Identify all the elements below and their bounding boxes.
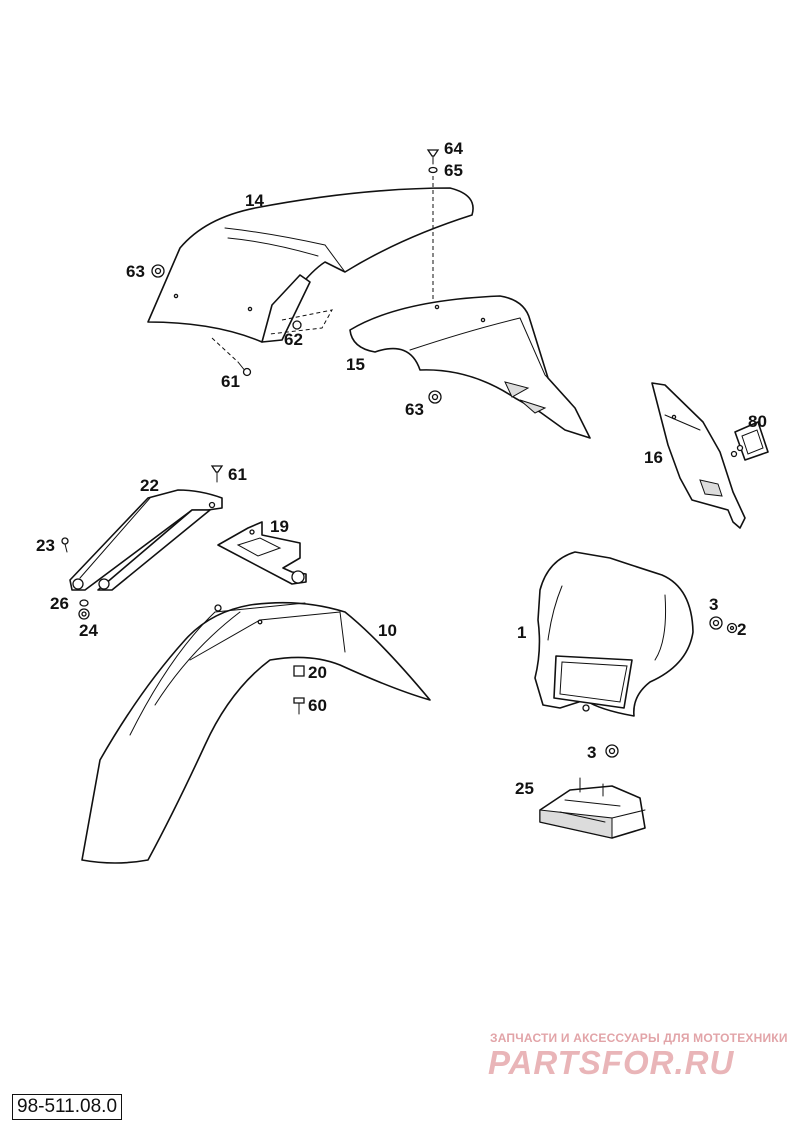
callout-2: 2 bbox=[737, 620, 746, 639]
spacer-part-26 bbox=[79, 599, 89, 607]
callout-26: 26 bbox=[50, 594, 69, 613]
callout-80: 80 bbox=[748, 412, 767, 431]
callout-25: 25 bbox=[515, 779, 534, 798]
screw-part-23 bbox=[61, 537, 69, 553]
nut-part-63-lower bbox=[428, 390, 442, 404]
bolt-part-61-rear bbox=[211, 337, 252, 377]
headlight-mask-part-1 bbox=[534, 551, 694, 717]
bolt-part-64 bbox=[426, 149, 440, 165]
plate-light-part-80 bbox=[730, 421, 769, 461]
callout-20: 20 bbox=[308, 663, 327, 682]
headlight-unit-part-25 bbox=[539, 777, 646, 839]
callout-1: 1 bbox=[517, 623, 526, 642]
figure-number: 98-511.08.0 bbox=[12, 1094, 123, 1120]
callout-23: 23 bbox=[36, 536, 55, 555]
callout-65: 65 bbox=[444, 161, 463, 180]
mounting-plate-part-19 bbox=[217, 521, 307, 585]
washer-part-2 bbox=[726, 622, 738, 634]
callout-62: 62 bbox=[284, 330, 303, 349]
nut-part-63-upper bbox=[151, 264, 165, 278]
callout-64: 64 bbox=[444, 139, 463, 158]
callout-60: 60 bbox=[308, 696, 327, 715]
callout-61-rear: 61 bbox=[221, 372, 240, 391]
callout-3-upper: 3 bbox=[709, 595, 718, 614]
rear-fender-lower-part-15 bbox=[349, 295, 591, 439]
nut-part-3-lower bbox=[605, 744, 619, 758]
washer-part-65 bbox=[428, 166, 438, 174]
plate-holder-part-16 bbox=[651, 382, 746, 529]
nut-part-24 bbox=[78, 608, 90, 620]
callout-24: 24 bbox=[79, 621, 98, 640]
callout-63-upper: 63 bbox=[126, 262, 145, 281]
callout-22: 22 bbox=[140, 476, 159, 495]
front-fender-part-10 bbox=[81, 601, 431, 864]
watermark-tagline: ЗАПЧАСТИ И АКСЕССУАРЫ ДЛЯ МОТОТЕХНИКИ bbox=[490, 1031, 788, 1045]
nut-part-3-upper bbox=[709, 616, 723, 630]
callout-14: 14 bbox=[245, 191, 264, 210]
bolt-part-61-bracket bbox=[210, 465, 224, 483]
callout-63-lower: 63 bbox=[405, 400, 424, 419]
callout-61-bracket: 61 bbox=[228, 465, 247, 484]
bolt-part-62 bbox=[269, 309, 333, 335]
callout-15: 15 bbox=[346, 355, 365, 374]
callout-19: 19 bbox=[270, 517, 289, 536]
bolt-part-60 bbox=[293, 697, 305, 715]
rear-fender-part-14 bbox=[147, 187, 474, 343]
bracket-part-22 bbox=[69, 489, 223, 591]
watermark-logo: PARTSFOR.RU bbox=[488, 1044, 735, 1081]
nut-part-20 bbox=[293, 665, 305, 677]
callout-10: 10 bbox=[378, 621, 397, 640]
callout-16: 16 bbox=[644, 448, 663, 467]
callout-3-lower: 3 bbox=[587, 743, 596, 762]
